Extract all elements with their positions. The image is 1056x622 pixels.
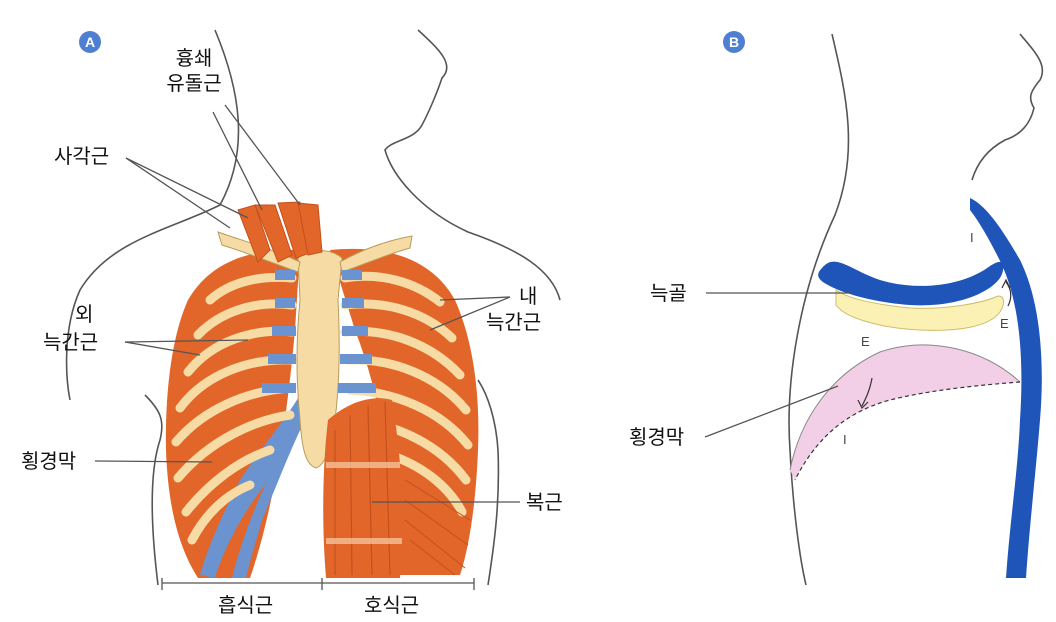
- label-scm-line2: 유돌근: [154, 72, 234, 94]
- front-chest-wall: [970, 198, 1042, 578]
- label-external-intercostal-line1: 외: [75, 303, 93, 325]
- label-diaphragm-b: 횡경막: [629, 426, 684, 448]
- label-diaphragm-a: 횡경막: [21, 450, 76, 472]
- label-expiratory: 호식근: [364, 594, 419, 616]
- arm-outline-left: [145, 395, 162, 585]
- panel-b-badge: B: [723, 31, 745, 53]
- label-scalene: 사각근: [54, 145, 109, 167]
- arm-outline-right: [478, 380, 498, 585]
- diaphragm-shape: [790, 345, 1020, 480]
- label-abdominal: 복근: [526, 491, 563, 513]
- face-outline-b: [972, 34, 1042, 180]
- mark-i-top: I: [970, 230, 974, 245]
- label-internal-intercostal-line1: 내: [519, 285, 537, 307]
- mark-e-mid: E: [861, 334, 870, 349]
- head-outline-a: [385, 30, 560, 300]
- label-external-intercostal-line2: 늑간근: [43, 331, 98, 353]
- label-rib: 늑골: [650, 282, 687, 304]
- label-scm-line1: 흉쇄: [154, 47, 234, 69]
- panel-b: [705, 34, 1042, 585]
- mark-e-right: E: [1000, 316, 1009, 331]
- mark-i-low: I: [843, 432, 847, 447]
- panel-a-badge: A: [79, 31, 101, 53]
- label-inspiratory: 흡식근: [218, 594, 273, 616]
- label-internal-intercostal-line2: 늑간근: [486, 311, 541, 333]
